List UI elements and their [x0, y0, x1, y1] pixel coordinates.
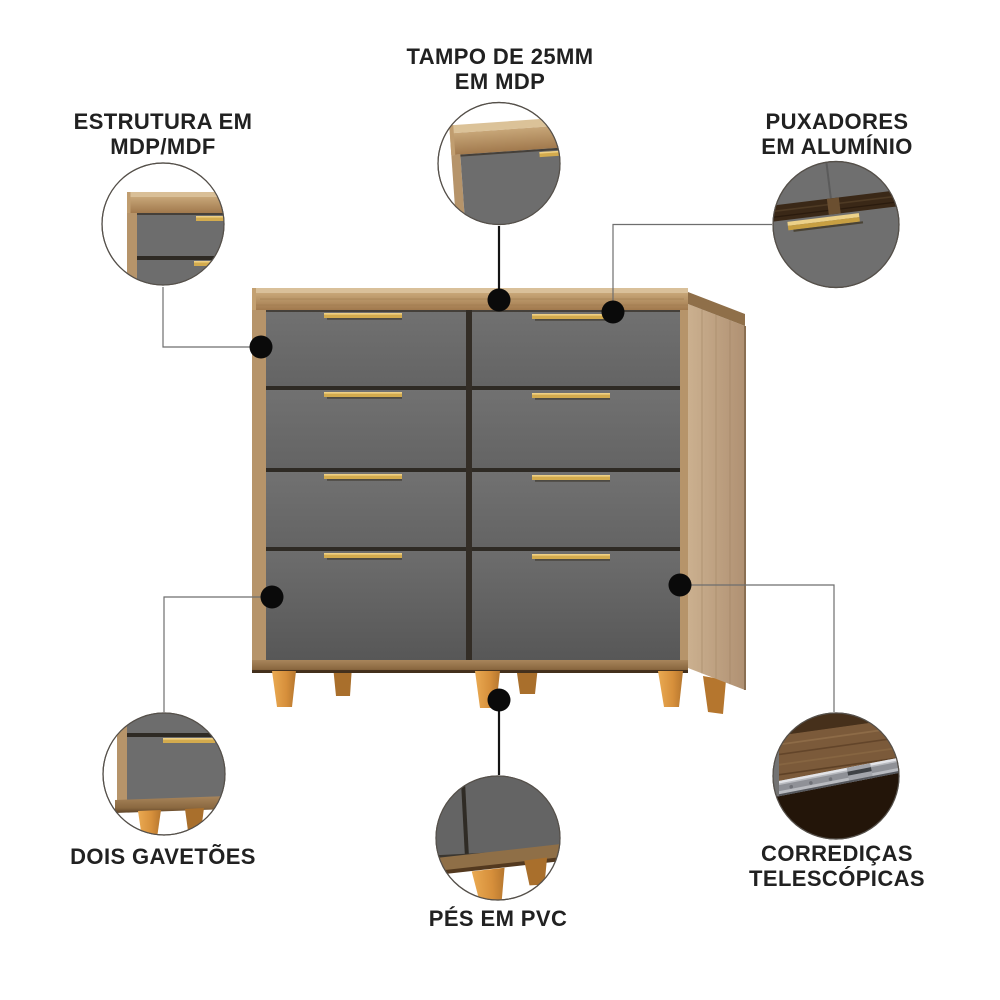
detail-circle-corredicas	[772, 712, 900, 840]
drawer	[472, 472, 680, 547]
callout-label-line: EM MDP	[454, 69, 546, 94]
connector-dots	[249, 288, 692, 712]
callout-label-line: MDP/MDF	[110, 134, 216, 159]
dresser-side-panel	[688, 292, 746, 690]
drawer-handles	[324, 313, 610, 561]
connector-dot-corredicas	[668, 573, 692, 597]
connector-line-puxadores	[612, 223, 772, 303]
drawer	[266, 310, 466, 386]
detail-circle-tampo	[437, 101, 561, 226]
connector-dot-estrutura	[249, 335, 273, 359]
connector-lines	[162, 223, 835, 775]
drawer-handle	[324, 553, 402, 560]
callout-label-line: PÉS EM PVC	[428, 906, 568, 931]
drawer-handle	[532, 554, 610, 561]
dresser-foot	[272, 671, 296, 707]
drawer-divider	[466, 310, 472, 660]
connector-dot-tampo	[487, 288, 511, 312]
callout-label-line: CORREDIÇAS	[761, 841, 913, 866]
callout-label-tampo: TAMPO DE 25MM EM MDP	[407, 44, 594, 94]
telescopic-slide-rail	[773, 754, 899, 801]
callout-label-pes: PÉS EM PVC	[429, 906, 567, 931]
drawer	[472, 390, 680, 468]
callout-label-line: TELESCÓPICAS	[749, 866, 925, 891]
callout-label-estrutura: ESTRUTURA EM MDP/MDF	[74, 109, 253, 159]
detail-circle-pes	[435, 775, 561, 901]
top-slab-side-edge	[688, 292, 745, 326]
connector-dot-puxadores	[601, 300, 625, 324]
callout-label-line: EM ALUMÍNIO	[761, 134, 913, 159]
callout-label-line: PUXADORES	[765, 109, 909, 134]
drawer	[266, 472, 466, 547]
drawer	[472, 310, 680, 386]
detail-circle-puxadores	[772, 160, 900, 289]
dresser-feet	[272, 671, 683, 708]
detail-circle-gavetoes	[102, 712, 226, 836]
drawer-handle	[324, 313, 402, 320]
dresser-base	[252, 660, 688, 673]
drawer-gavetao	[266, 551, 466, 660]
callout-label-corredicas: CORREDIÇAS TELESCÓPICAS	[749, 841, 925, 891]
connector-dot-pes	[487, 688, 511, 712]
dresser	[252, 288, 746, 714]
callout-label-line: ESTRUTURA EM	[73, 109, 253, 134]
connector-line-estrutura	[162, 287, 252, 348]
detail-circle-estrutura	[101, 162, 225, 286]
drawer-handle	[532, 475, 610, 482]
drawer-handle	[532, 314, 610, 321]
connector-dot-gavetoes	[260, 585, 284, 609]
connector-line-corredicas	[689, 584, 835, 712]
callout-label-line: DOIS GAVETÕES	[70, 844, 256, 869]
dresser-foot	[658, 671, 683, 707]
callout-label-puxadores: PUXADORES EM ALUMÍNIO	[761, 109, 912, 159]
callout-label-line: TAMPO DE 25MM	[406, 44, 594, 69]
drawer-gavetao	[472, 551, 680, 660]
connector-line-gavetoes	[163, 596, 263, 712]
drawer-handle	[532, 393, 610, 400]
drawer-handle	[324, 474, 402, 481]
dresser-drawers	[266, 310, 680, 660]
drawer	[266, 390, 466, 468]
drawer-handle	[324, 392, 402, 399]
callout-label-gavetoes: DOIS GAVETÕES	[70, 844, 256, 869]
